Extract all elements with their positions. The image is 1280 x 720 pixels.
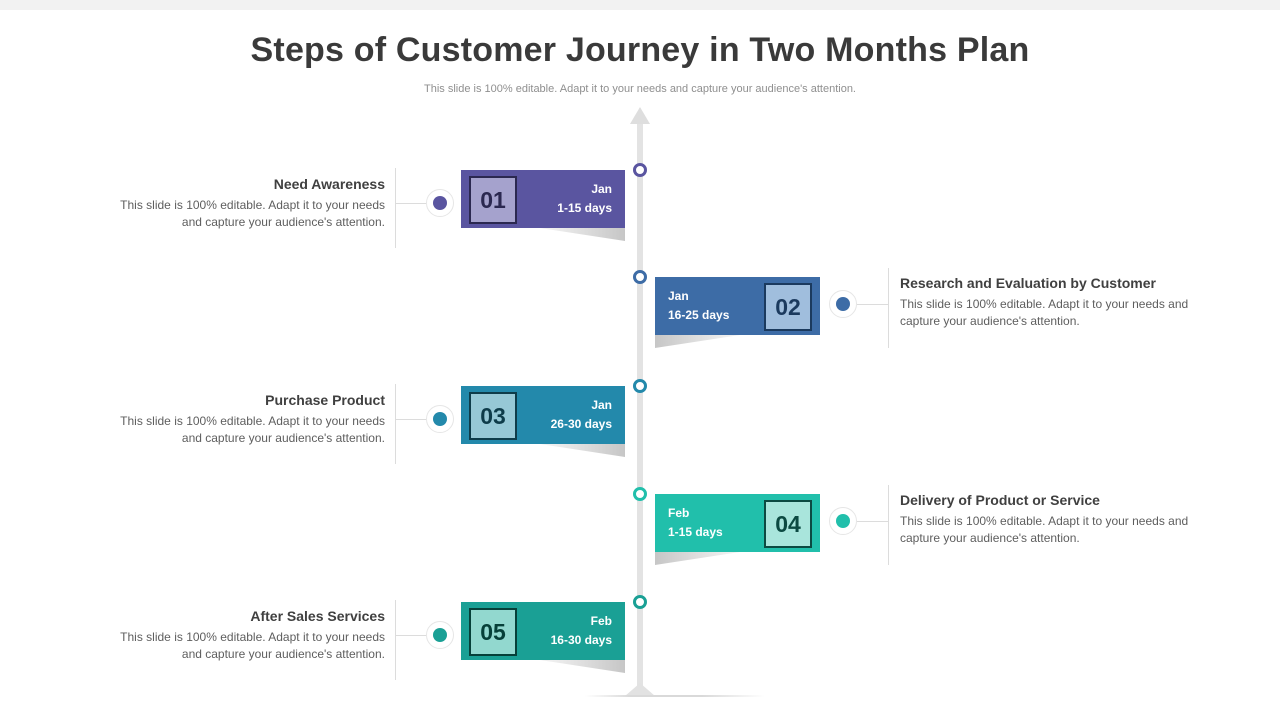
- step-dates: Jan 26-30 days: [551, 396, 612, 434]
- step-number: 03: [480, 402, 506, 429]
- step-text-block: Purchase Product This slide is 100% edit…: [105, 392, 385, 447]
- step-banner: 01 Jan 1-15 days: [461, 170, 625, 228]
- step-number-box: 01: [469, 176, 517, 224]
- step-dates: Feb 16-30 days: [551, 612, 612, 650]
- step-banner: 05 Feb 16-30 days: [461, 602, 625, 660]
- step-dates: Jan 16-25 days: [668, 287, 729, 325]
- divider-line: [888, 268, 889, 348]
- corner-fold: [655, 552, 740, 565]
- step-dot: [433, 628, 447, 642]
- step-number: 05: [480, 618, 506, 645]
- step-number-box: 04: [764, 500, 812, 548]
- step-month: Jan: [591, 182, 612, 196]
- step-number: 04: [775, 510, 801, 537]
- step-month: Feb: [590, 614, 612, 628]
- step-days: 26-30 days: [550, 417, 612, 431]
- step-text-block: Need Awareness This slide is 100% editab…: [105, 176, 385, 231]
- slide-subtitle: This slide is 100% editable. Adapt it to…: [424, 83, 856, 95]
- step-days: 16-30 days: [550, 633, 612, 647]
- step-title: Need Awareness: [273, 176, 385, 192]
- corner-fold: [540, 660, 625, 673]
- step-number: 02: [775, 293, 801, 320]
- arrow-up-icon: [630, 107, 650, 124]
- step-days: 1-15 days: [668, 525, 723, 539]
- step-month: Jan: [668, 289, 689, 303]
- step-description: This slide is 100% editable. Adapt it to…: [120, 414, 385, 445]
- step-title: Delivery of Product or Service: [900, 492, 1100, 508]
- step-text-block: After Sales Services This slide is 100% …: [105, 608, 385, 663]
- timeline-spine: [637, 123, 643, 696]
- step-number-box: 02: [764, 283, 812, 331]
- step-month: Jan: [591, 398, 612, 412]
- step-title: After Sales Services: [250, 608, 385, 624]
- divider-line: [395, 168, 396, 248]
- corner-fold: [540, 444, 625, 457]
- connector-line: [396, 635, 427, 636]
- step-month: Feb: [668, 506, 690, 520]
- spine-node: [633, 163, 647, 177]
- step-number-box: 03: [469, 392, 517, 440]
- step-description: This slide is 100% editable. Adapt it to…: [900, 514, 1189, 545]
- connector-line: [396, 419, 427, 420]
- spine-node: [633, 379, 647, 393]
- step-text-block: Research and Evaluation by Customer This…: [900, 275, 1192, 330]
- step-description: This slide is 100% editable. Adapt it to…: [120, 630, 385, 661]
- step-dot: [836, 514, 850, 528]
- step-dot: [836, 297, 850, 311]
- step-dot: [433, 412, 447, 426]
- step-title: Purchase Product: [265, 392, 385, 408]
- divider-line: [395, 384, 396, 464]
- spine-node: [633, 487, 647, 501]
- step-banner: 02 Jan 16-25 days: [655, 277, 820, 335]
- corner-fold: [655, 335, 740, 348]
- corner-fold: [540, 228, 625, 241]
- step-title: Research and Evaluation by Customer: [900, 275, 1156, 291]
- timeline-base-line: [585, 695, 765, 697]
- step-days: 16-25 days: [668, 308, 730, 322]
- step-description: This slide is 100% editable. Adapt it to…: [120, 198, 385, 229]
- slide-title: Steps of Customer Journey in Two Months …: [250, 31, 1030, 69]
- step-number-box: 05: [469, 608, 517, 656]
- step-days: 1-15 days: [557, 201, 612, 215]
- step-dates: Jan 1-15 days: [557, 180, 612, 218]
- step-dates: Feb 1-15 days: [668, 504, 723, 542]
- step-number: 01: [480, 186, 506, 213]
- connector-line: [857, 304, 888, 305]
- connector-line: [857, 521, 888, 522]
- step-description: This slide is 100% editable. Adapt it to…: [900, 297, 1189, 328]
- step-text-block: Delivery of Product or Service This slid…: [900, 492, 1192, 547]
- spine-node: [633, 270, 647, 284]
- spine-node: [633, 595, 647, 609]
- connector-line: [396, 203, 427, 204]
- step-banner: 04 Feb 1-15 days: [655, 494, 820, 552]
- dot-halo: [426, 621, 454, 649]
- step-banner: 03 Jan 26-30 days: [461, 386, 625, 444]
- top-strip: [0, 0, 1280, 10]
- step-dot: [433, 196, 447, 210]
- divider-line: [888, 485, 889, 565]
- divider-line: [395, 600, 396, 680]
